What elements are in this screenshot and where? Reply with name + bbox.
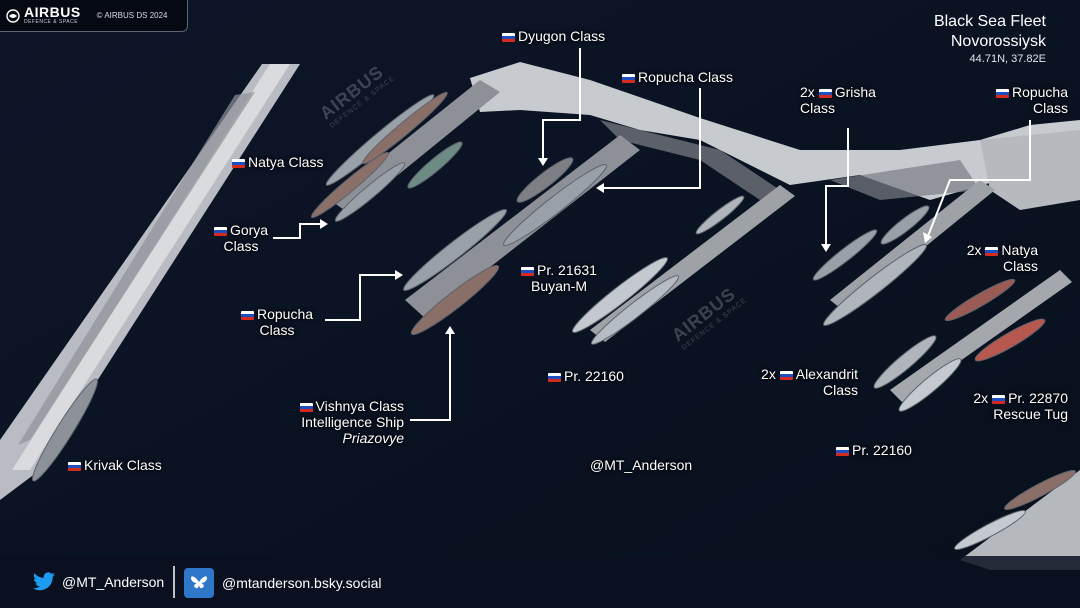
fleet-title: Black Sea Fleet (933, 13, 1046, 30)
label-dyugon: Dyugon Class (502, 28, 605, 44)
brand-name: AIRBUS (24, 4, 81, 20)
footer: @MT_Anderson @mtanderson.bsky.social (0, 560, 1080, 608)
bluesky-butterfly-icon (184, 568, 214, 598)
russian-flag-icon (213, 227, 227, 236)
russian-flag-icon (992, 395, 1006, 404)
russian-flag-icon (779, 371, 793, 380)
label-buyan-m: Pr. 21631 Buyan-M (516, 262, 602, 294)
label-natya-right: 2x Natya Class (966, 242, 1038, 274)
annotation-arrows (273, 48, 1031, 421)
twitter-bird-icon (33, 572, 55, 591)
twitter-link[interactable]: @MT_Anderson (32, 572, 164, 592)
label-ropucha-left: Ropucha Class (232, 306, 322, 338)
twitter-handle: @MT_Anderson (62, 574, 165, 590)
label-ropucha-right: Ropucha Class (995, 84, 1068, 116)
russian-flag-icon (622, 74, 635, 83)
russian-flag-icon (818, 89, 832, 98)
coordinates: 44.71N, 37.82E (969, 53, 1046, 65)
russian-flag-icon (502, 33, 515, 42)
pier-southeast (890, 270, 1072, 402)
russian-flag-icon (836, 447, 849, 456)
russian-flag-icon (299, 403, 313, 412)
label-ropucha-top: Ropucha Class (622, 69, 733, 85)
airbus-badge: AIRBUS DEFENCE & SPACE © AIRBUS DS 2024 (0, 0, 188, 32)
label-natya-left: Natya Class (232, 154, 323, 170)
bluesky-handle: @mtanderson.bsky.social (222, 575, 382, 591)
location-title: Novorossiysk (950, 33, 1046, 50)
west-pier (0, 64, 300, 500)
brand-text: AIRBUS DEFENCE & SPACE (24, 4, 81, 25)
title-block: Black Sea Fleet Novorossiysk 44.71N, 37.… (934, 12, 1046, 66)
image-credit: @MT_Anderson (590, 457, 693, 473)
label-pr22160-right: Pr. 22160 (836, 442, 912, 458)
russian-flag-icon (232, 159, 245, 168)
russian-flag-icon (240, 311, 254, 320)
label-krivak: Krivak Class (68, 457, 162, 473)
russian-flag-icon (548, 373, 561, 382)
label-alexandrit: 2x Alexandrit Class (761, 366, 858, 398)
arrow-heads (320, 158, 932, 334)
label-vishnya: Vishnya Class Intelligence Ship Priazovy… (299, 398, 404, 446)
label-pr22160-mid: Pr. 22160 (548, 368, 624, 384)
label-grisha: 2x Grisha Class (800, 84, 876, 116)
russian-flag-icon (985, 247, 999, 256)
russian-flag-icon (521, 267, 535, 276)
label-pr22870: 2x Pr. 22870 Rescue Tug (973, 390, 1068, 422)
pier-bottom-right (960, 470, 1080, 570)
pier-upper (330, 80, 500, 214)
airbus-logo-icon (6, 8, 20, 23)
footer-band (0, 556, 1080, 608)
ships (31, 91, 1076, 551)
russian-flag-icon (68, 462, 81, 471)
brand-sub: DEFENCE & SPACE (24, 19, 79, 25)
copyright: © AIRBUS DS 2024 (96, 11, 168, 20)
bluesky-link[interactable]: @mtanderson.bsky.social (184, 568, 381, 598)
label-gorya: Gorya Class (206, 222, 276, 254)
russian-flag-icon (995, 89, 1009, 98)
